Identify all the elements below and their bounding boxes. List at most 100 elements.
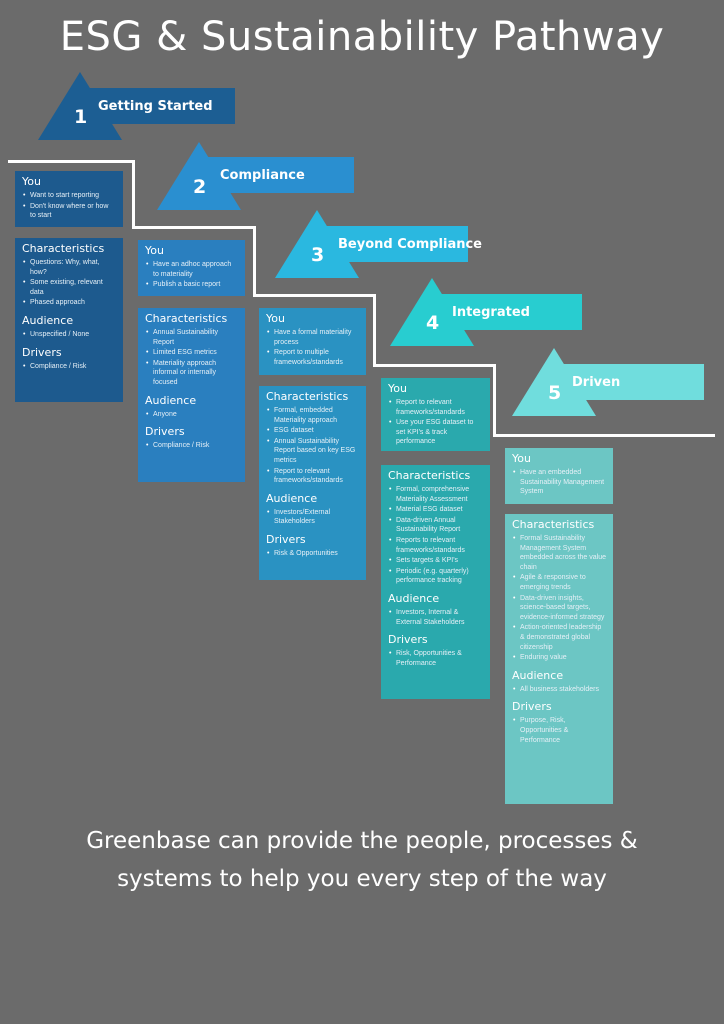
bullet-item: Compliance / Risk <box>146 441 238 451</box>
bullet-item: Some existing, relevant data <box>23 278 116 297</box>
bullet-item: Periodic (e.g. quarterly) performance tr… <box>389 567 483 586</box>
bullet-item: Have an embedded Sustainability Manageme… <box>513 468 606 497</box>
bullet-list: Unspecified / None <box>22 330 116 340</box>
bullet-item: Sets targets & KPI's <box>389 556 483 566</box>
bullet-list: Purpose, Risk, Opportunities & Performan… <box>512 716 606 745</box>
bullet-list: Formal, embedded Materiality approachESG… <box>266 406 359 486</box>
bullet-list: Compliance / Risk <box>145 441 238 451</box>
bullet-item: Risk, Opportunities & Performance <box>389 649 483 668</box>
bullet-list: Annual Sustainability ReportLimited ESG … <box>145 328 238 388</box>
you-panel-step-3: YouHave a formal materiality processRepo… <box>259 308 366 375</box>
details-panel-step-2: CharacteristicsAnnual Sustainability Rep… <box>138 308 245 482</box>
details-panel-step-4: CharacteristicsFormal, comprehensive Mat… <box>381 465 490 699</box>
bullet-list: Want to start reportingDon't know where … <box>22 191 116 221</box>
step-number: 2 <box>193 176 207 198</box>
bullet-item: Investors/External Stakeholders <box>267 508 359 527</box>
characteristics-heading: Characteristics <box>145 312 228 325</box>
drivers-heading: Drivers <box>512 700 552 714</box>
step-label: Compliance <box>220 168 305 183</box>
you-heading: You <box>145 244 164 257</box>
stair-segment <box>373 364 495 367</box>
page-title: ESG & Sustainability Pathway <box>59 14 665 60</box>
characteristics-heading: Characteristics <box>388 469 471 482</box>
audience-heading: Audience <box>388 591 440 605</box>
bullet-item: Want to start reporting <box>23 191 116 201</box>
bullet-list: Formal Sustainability Management System … <box>512 534 606 663</box>
characteristics-heading: Characteristics <box>266 390 349 403</box>
stair-segment <box>132 226 256 229</box>
arrow-head <box>157 142 241 210</box>
bullet-item: Unspecified / None <box>23 330 116 340</box>
step-label: Getting Started <box>98 99 213 114</box>
bullet-item: Report to multiple frameworks/standards <box>267 348 359 367</box>
details-panel-step-3: CharacteristicsFormal, embedded Material… <box>259 386 366 580</box>
you-panel-step-5: YouHave an embedded Sustainability Manag… <box>505 448 613 504</box>
audience-heading: Audience <box>512 668 564 682</box>
you-panel-step-2: YouHave an adhoc approach to materiality… <box>138 240 245 296</box>
bullet-item: Have a formal materiality process <box>267 328 359 347</box>
bullet-list: Have a formal materiality processReport … <box>266 328 359 367</box>
bullet-item: Investors, Internal & External Stakehold… <box>389 608 483 627</box>
bullet-list: All business stakeholders <box>512 685 606 695</box>
drivers-heading: Drivers <box>145 425 185 439</box>
you-heading: You <box>22 175 41 188</box>
bullet-list: Risk & Opportunities <box>266 549 359 559</box>
stair-segment <box>8 160 134 163</box>
bullet-list: Formal, comprehensive Materiality Assess… <box>388 485 483 586</box>
details-panel-step-1: CharacteristicsQuestions: Why, what, how… <box>15 238 123 402</box>
bullet-item: Compliance / Risk <box>23 362 116 372</box>
stair-segment <box>373 294 376 364</box>
bullet-item: Have an adhoc approach to materiality <box>146 260 238 279</box>
bullet-item: Agile & responsive to emerging trends <box>513 573 606 592</box>
you-heading: You <box>266 312 285 325</box>
bullet-item: Data-driven Annual Sustainability Report <box>389 516 483 535</box>
bullet-item: Publish a basic report <box>146 280 238 290</box>
bullet-item: Purpose, Risk, Opportunities & Performan… <box>513 716 606 745</box>
bullet-list: Anyone <box>145 410 238 420</box>
step-number: 1 <box>74 106 88 128</box>
bullet-item: Materiality approach informal or interna… <box>146 359 238 388</box>
arrow-head <box>275 210 359 278</box>
bullet-list: Compliance / Risk <box>22 362 116 372</box>
step-number: 3 <box>311 244 325 266</box>
stair-segment <box>253 226 256 296</box>
audience-heading: Audience <box>145 393 197 407</box>
drivers-heading: Drivers <box>22 345 62 359</box>
bullet-list: Questions: Why, what, how?Some existing,… <box>22 258 116 308</box>
bullet-item: Annual Sustainability Report based on ke… <box>267 437 359 466</box>
footer-text: Greenbase can provide the people, proces… <box>86 828 638 892</box>
bullet-item: Anyone <box>146 410 238 420</box>
drivers-heading: Drivers <box>266 532 306 546</box>
bullet-list: Have an embedded Sustainability Manageme… <box>512 468 606 497</box>
step-label: Beyond Compliance <box>338 237 483 252</box>
bullet-item: ESG dataset <box>267 426 359 436</box>
drivers-heading: Drivers <box>388 633 428 647</box>
details-panel-step-5: CharacteristicsFormal Sustainability Man… <box>505 514 613 804</box>
step-number: 4 <box>426 312 440 334</box>
bullet-item: Risk & Opportunities <box>267 549 359 559</box>
arrow-head <box>512 348 596 416</box>
bullet-item: Formal, embedded Materiality approach <box>267 406 359 425</box>
step-label: Integrated <box>452 305 530 320</box>
audience-heading: Audience <box>266 491 318 505</box>
bullet-list: Have an adhoc approach to materialityPub… <box>145 260 238 290</box>
arrow-head <box>390 278 474 346</box>
step-label: Driven <box>572 375 621 390</box>
you-heading: You <box>512 452 531 465</box>
bullet-list: Investors, Internal & External Stakehold… <box>388 608 483 627</box>
bullet-item: Annual Sustainability Report <box>146 328 238 347</box>
bullet-item: Phased approach <box>23 298 116 308</box>
stair-segment <box>493 364 496 436</box>
arrow-head <box>38 72 122 140</box>
bullet-item: Data-driven insights, science-based targ… <box>513 594 606 623</box>
footer-tagline: Greenbase can provide the people, proces… <box>0 822 724 898</box>
stair-segment <box>493 434 715 437</box>
bullet-item: Questions: Why, what, how? <box>23 258 116 277</box>
audience-heading: Audience <box>22 313 74 327</box>
characteristics-heading: Characteristics <box>512 518 595 531</box>
bullet-item: Enduring value <box>513 653 606 663</box>
stair-segment <box>253 294 375 297</box>
bullet-list: Risk, Opportunities & Performance <box>388 649 483 668</box>
you-panel-step-4: YouReport to relevant frameworks/standar… <box>381 378 490 451</box>
bullet-item: Use your ESG dataset to set KPI's & trac… <box>389 418 483 447</box>
